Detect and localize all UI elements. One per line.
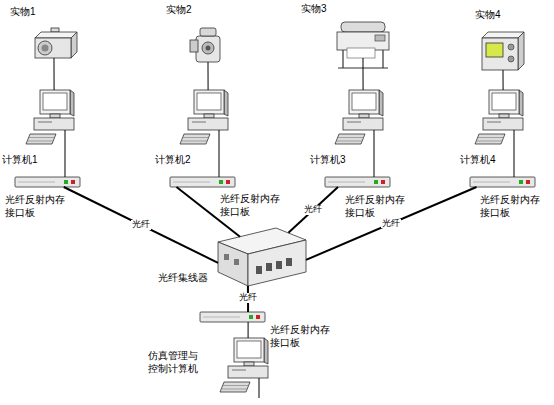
link-label: 光纤 (303, 205, 323, 215)
cable-link (374, 150, 375, 177)
interface-board-icon (325, 177, 390, 187)
computer-node: 计算机2 (180, 90, 232, 150)
node-label: 计算机1 (2, 154, 38, 167)
node-label: 实物4 (475, 9, 501, 22)
interface-board-icon (200, 312, 265, 322)
cable-link (54, 64, 55, 90)
device-node: 实物4 (480, 30, 526, 72)
cable-link (248, 322, 249, 338)
link-label: 光纤 (238, 293, 258, 303)
fiber-hub: 光纤集线器 (218, 228, 306, 286)
node-label: 计算机2 (155, 154, 191, 167)
link-label: 光纤 (381, 219, 401, 229)
computer-icon (26, 90, 74, 150)
instrument-icon (482, 32, 524, 72)
node-label: 计算机3 (310, 154, 346, 167)
node-label: 仿真管理与控制计算机 (148, 350, 200, 375)
computer-node: 仿真管理与控制计算机 (220, 338, 272, 398)
computer-icon (335, 90, 383, 150)
projector-icon (35, 28, 77, 64)
interface-board: 光纤反射内存接口板 (325, 177, 390, 187)
node-label: 光纤反射内存接口板 (345, 194, 407, 219)
computer-icon (475, 90, 523, 150)
camcorder-icon (190, 28, 220, 66)
node-label: 实物3 (301, 3, 327, 16)
fiber-link (288, 187, 338, 233)
node-label: 实物1 (10, 6, 36, 19)
plotter-icon (337, 22, 389, 70)
interface-board-icon (470, 177, 535, 187)
cable-link (64, 150, 65, 177)
device-node: 实物2 (188, 26, 228, 66)
link-label: 光纤 (131, 220, 151, 230)
node-label: 光纤反射内存接口板 (480, 194, 542, 219)
cable-link (514, 150, 515, 177)
computer-icon (220, 338, 268, 398)
computer-node: 计算机1 (26, 90, 78, 150)
node-label: 光纤反射内存接口板 (220, 193, 282, 218)
node-label: 实物2 (166, 4, 192, 17)
computer-node: 计算机3 (335, 90, 387, 150)
node-label: 光纤集线器 (158, 272, 208, 285)
fiber-link (64, 187, 218, 263)
computer-node: 计算机4 (475, 90, 527, 150)
device-node: 实物3 (335, 18, 391, 70)
cable-link (208, 66, 209, 90)
cable-link (363, 70, 364, 90)
fiber-hub-icon (218, 228, 306, 286)
interface-board: 光纤反射内存接口板 (170, 177, 235, 187)
node-label: 光纤反射内存接口板 (270, 324, 332, 349)
cable-link (503, 72, 504, 90)
interface-board: 光纤反射内存接口板 (15, 177, 80, 187)
interface-board-icon (170, 177, 235, 187)
node-label: 计算机4 (460, 154, 496, 167)
interface-board-icon (15, 177, 80, 187)
cable-link (219, 150, 220, 177)
device-node: 实物1 (31, 28, 77, 64)
computer-icon (180, 90, 228, 150)
node-label: 光纤反射内存接口板 (5, 194, 67, 219)
interface-board: 光纤反射内存接口板 (200, 312, 265, 322)
interface-board: 光纤反射内存接口板 (470, 177, 535, 187)
fiber-link (306, 187, 477, 260)
